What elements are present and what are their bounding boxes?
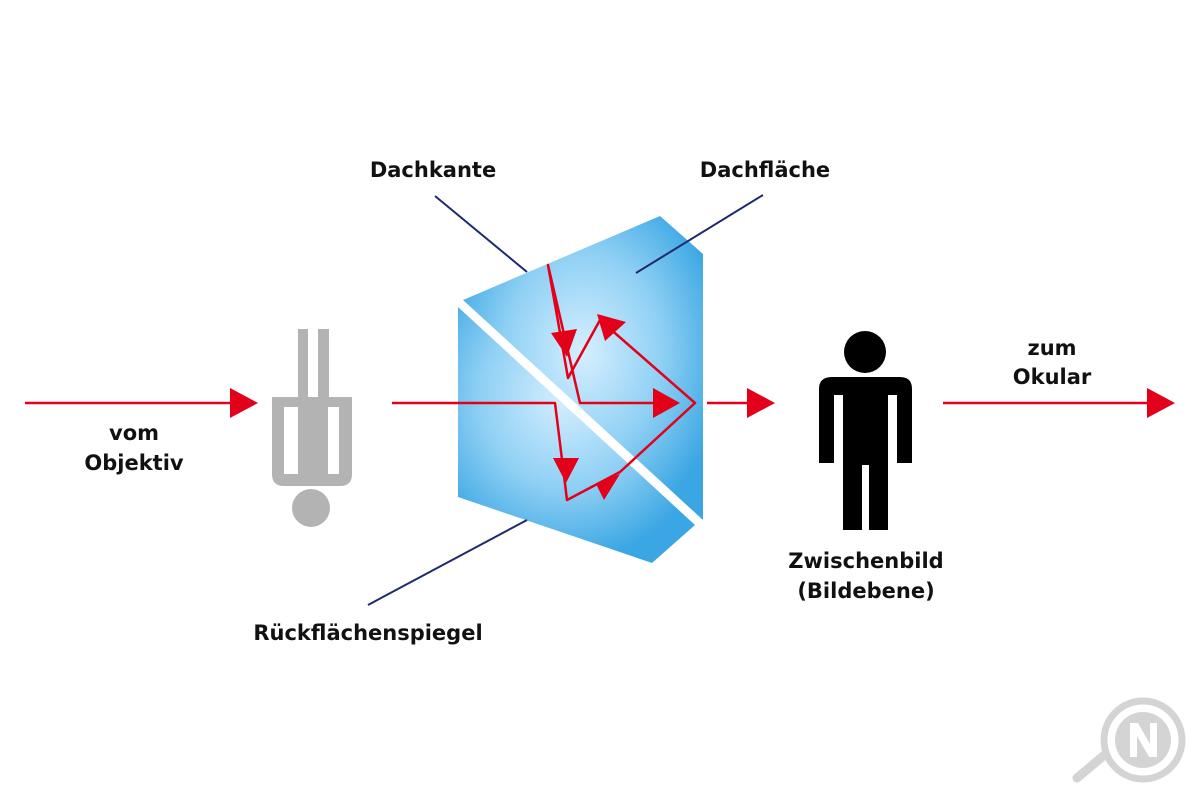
from-objective-label-line1: vom	[109, 421, 159, 445]
intermediate-image-label-line1: Zwischenbild	[788, 549, 943, 573]
roof-prism	[457, 216, 703, 563]
leader-lines	[367, 194, 764, 606]
magnifier-n-logo-icon	[1072, 697, 1186, 783]
roof-edge-leader	[434, 195, 528, 273]
back-mirror-label: Rückflächenspiegel	[253, 621, 482, 645]
upright-person-icon	[819, 331, 912, 530]
roof-surface-label: Dachfläche	[700, 158, 830, 182]
light-beam	[25, 263, 1175, 502]
beam-arrowhead-icon	[597, 314, 626, 341]
back-mirror-surface	[457, 302, 702, 524]
to-eyepiece-label-line2: Okular	[1013, 365, 1092, 389]
beam-arrowhead-icon	[230, 388, 258, 418]
beam-arrowhead-icon	[596, 474, 620, 500]
beam-arrowhead-icon	[551, 329, 577, 357]
roof-edge-label: Dachkante	[370, 158, 496, 182]
beam-arrowhead-icon	[653, 388, 680, 418]
intermediate-image-label-line2: (Bildebene)	[797, 579, 934, 603]
beam-arrowhead-icon	[1147, 388, 1175, 418]
beam-arrowhead-icon	[747, 388, 775, 418]
prism-lower-part	[458, 307, 695, 563]
roof-surface-leader	[635, 194, 764, 274]
to-eyepiece-label-line1: zum	[1027, 336, 1076, 360]
inverted-person-icon	[272, 329, 352, 527]
prism-roof-part	[463, 216, 703, 520]
beam-arrowhead-icon	[553, 458, 579, 483]
back-mirror-leader	[367, 519, 528, 606]
from-objective-label-line2: Objektiv	[84, 451, 184, 475]
